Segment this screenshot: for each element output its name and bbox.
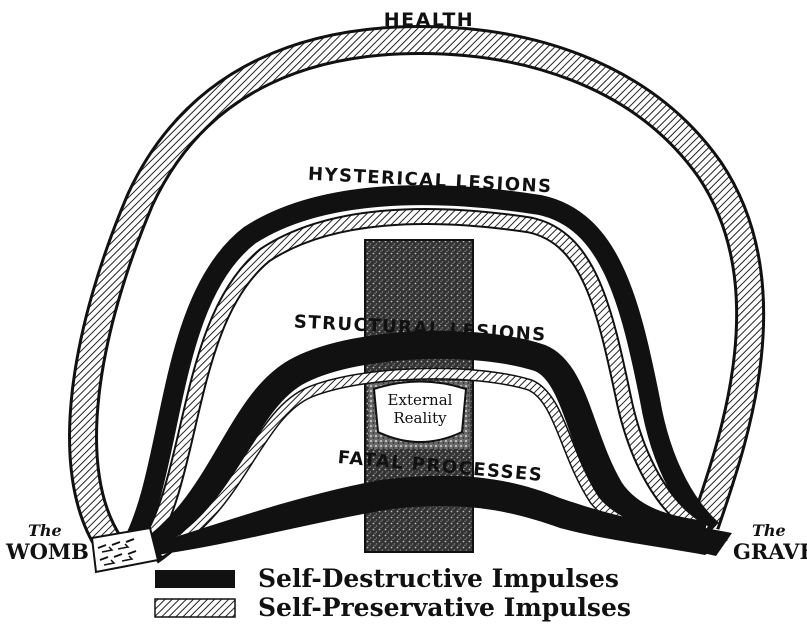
legend-preservative-swatch [155, 599, 235, 617]
legend-destructive-label: Self-Destructive Impulses [258, 564, 619, 593]
grave-label: GRAVE [733, 539, 807, 564]
legend-preservative-label: Self-Preservative Impulses [258, 593, 631, 622]
womb-label: WOMB [5, 539, 89, 564]
legend-destructive-swatch [155, 570, 235, 588]
external-reality-line2: Reality [393, 409, 447, 427]
legend: Self-Destructive Impulses Self-Preservat… [155, 564, 631, 622]
grave-the-label: The [752, 521, 786, 540]
womb-the-label: The [28, 521, 62, 540]
health-label: HEALTH [384, 9, 474, 31]
external-reality-line1: External [388, 391, 453, 409]
